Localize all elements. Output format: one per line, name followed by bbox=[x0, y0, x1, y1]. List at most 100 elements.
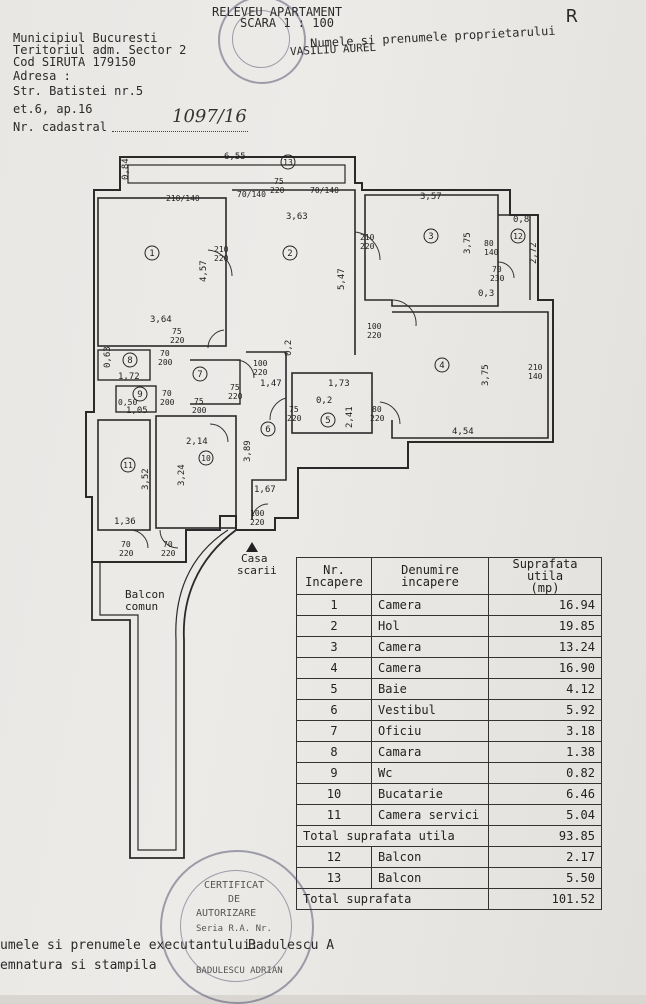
room-number: 9 bbox=[137, 390, 142, 400]
door-label: 220 bbox=[253, 368, 268, 377]
room-number: 7 bbox=[197, 370, 202, 380]
executant-label: umele si prenumele executantului: bbox=[0, 938, 259, 953]
door-label: 75 bbox=[289, 405, 299, 414]
table-cell: 5.04 bbox=[488, 804, 602, 826]
table-cell: 2 bbox=[296, 615, 372, 637]
table-cell: 19.85 bbox=[488, 615, 602, 637]
dim-label: 1,36 bbox=[114, 517, 136, 527]
door-label: 230 bbox=[490, 274, 505, 283]
table-cell: Total suprafata bbox=[296, 888, 489, 910]
room-number: 4 bbox=[439, 361, 444, 371]
table-cell: 6 bbox=[296, 699, 372, 721]
table-cell: 13.24 bbox=[488, 636, 602, 658]
table-cell: 5.50 bbox=[488, 867, 602, 889]
door-label: 70 bbox=[121, 540, 131, 549]
dim-label: 0,8 bbox=[513, 215, 529, 225]
address-label: Adresa : bbox=[13, 69, 71, 83]
table-cell: 16.94 bbox=[488, 594, 602, 616]
header-stamp-inner bbox=[232, 10, 290, 68]
table-cell: Bucatarie bbox=[371, 783, 489, 805]
table-cell: 12 bbox=[296, 846, 372, 868]
table-cell: 13 bbox=[296, 867, 372, 889]
door-label: 100 bbox=[250, 509, 265, 518]
dim-label: 0,2 bbox=[284, 340, 294, 356]
dim-label: 4,54 bbox=[452, 427, 474, 437]
table-cell: 3 bbox=[296, 636, 372, 658]
dim-label: 0,84 bbox=[121, 158, 131, 180]
room-number: 10 bbox=[201, 454, 211, 463]
table-cell: Balcon bbox=[371, 867, 489, 889]
door-label: 70/140 bbox=[237, 190, 266, 199]
room-number: 5 bbox=[325, 416, 330, 426]
door-label: 200 bbox=[192, 406, 207, 415]
dim-label: 1,72 bbox=[118, 372, 140, 382]
dim-label: 3,64 bbox=[150, 315, 172, 325]
header-text: Suprafata utila bbox=[512, 557, 578, 583]
door-label: 70 bbox=[163, 540, 173, 549]
authorization-stamp-inner bbox=[180, 870, 292, 982]
door-label: 100 bbox=[367, 322, 382, 331]
door-label: 220 bbox=[270, 186, 285, 195]
door-label: 75 bbox=[172, 327, 182, 336]
room-number: 8 bbox=[127, 356, 132, 366]
header-text: Denumire bbox=[401, 563, 459, 577]
dim-label: 1,73 bbox=[328, 379, 350, 389]
header-stamp bbox=[218, 0, 306, 84]
cadastral-underline bbox=[112, 131, 248, 132]
door-label: 70 bbox=[492, 265, 502, 274]
door-label: 75 bbox=[230, 383, 240, 392]
door-label: 70 bbox=[160, 349, 170, 358]
door-label: 75 bbox=[194, 397, 204, 406]
door-label: 220 bbox=[370, 414, 385, 423]
dim-label: 3,52 bbox=[141, 468, 151, 490]
dim-label: 2,41 bbox=[345, 406, 355, 428]
table-cell: Balcon bbox=[371, 846, 489, 868]
dim-label: 1,05 bbox=[126, 406, 148, 416]
stair-arrow bbox=[246, 542, 258, 552]
dim-label: 3,24 bbox=[177, 464, 187, 486]
executant-name: Badulescu A bbox=[248, 938, 335, 953]
door-label: 220 bbox=[228, 392, 243, 401]
door-label: 200 bbox=[158, 358, 173, 367]
dim-label: 0,2 bbox=[316, 396, 332, 406]
door-label: 100 bbox=[253, 359, 268, 368]
signature-label: emnatura si stampila bbox=[0, 958, 157, 973]
header-text: Incapere bbox=[305, 575, 363, 589]
table-cell: 101.52 bbox=[488, 888, 602, 910]
room-number: 2 bbox=[287, 249, 292, 259]
table-cell: 16.90 bbox=[488, 657, 602, 679]
table-cell: Wc bbox=[371, 762, 489, 784]
dim-label: 3,89 bbox=[243, 440, 253, 462]
common-balcony-label: Balcon bbox=[125, 588, 165, 601]
dim-label: 3,75 bbox=[463, 232, 473, 254]
stamp-text: BADULESCU ADRIAN bbox=[196, 966, 283, 976]
door-label: 140 bbox=[484, 248, 499, 257]
table-cell: Camara bbox=[371, 741, 489, 763]
dim-label: 1,67 bbox=[254, 485, 276, 495]
door-label: 200 bbox=[160, 398, 175, 407]
table-cell: 93.85 bbox=[488, 825, 602, 847]
table-cell: 5 bbox=[296, 678, 372, 700]
table-cell: 4 bbox=[296, 657, 372, 679]
room-number: 3 bbox=[428, 232, 433, 242]
table-cell: 11 bbox=[296, 804, 372, 826]
table-cell: Hol bbox=[371, 615, 489, 637]
dim-label: 6,55 bbox=[224, 152, 246, 162]
table-cell: 3.18 bbox=[488, 720, 602, 742]
stairwell-label: scarii bbox=[237, 564, 277, 577]
cadastral-number: 1097/16 bbox=[172, 106, 247, 127]
door-label: 210/140 bbox=[166, 194, 200, 203]
siruta-code: Cod SIRUTA 179150 bbox=[13, 55, 136, 69]
room-number: 12 bbox=[513, 232, 523, 241]
dim-label: 4,57 bbox=[199, 260, 209, 282]
